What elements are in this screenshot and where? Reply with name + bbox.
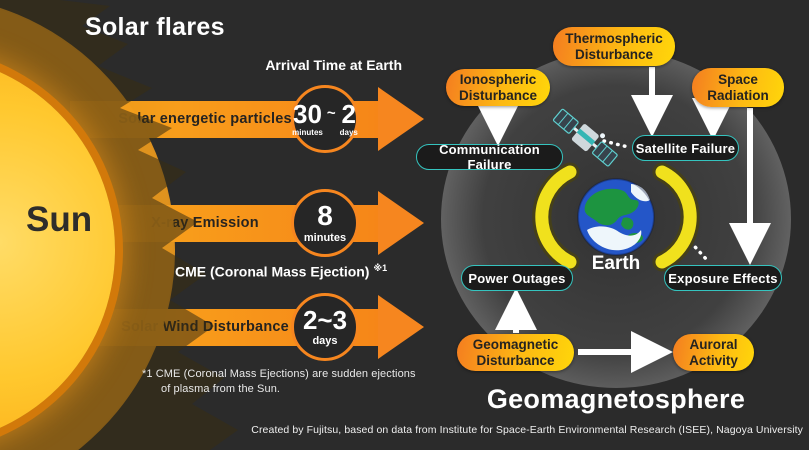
satellite-icon bbox=[552, 108, 618, 167]
footnote-line: of plasma from the Sun. bbox=[161, 383, 281, 395]
emission-label: Solar energetic particles bbox=[118, 111, 292, 127]
pill-thermospheric-disturbance: Thermospheric Disturbance bbox=[553, 27, 675, 66]
time-unit: minutes bbox=[292, 128, 323, 137]
arrival-time-badge: 8 minutes bbox=[291, 189, 359, 257]
arrow-head-icon bbox=[378, 295, 424, 359]
sun-label: Sun bbox=[26, 200, 93, 239]
pill-auroral-activity: Auroral Activity bbox=[673, 334, 754, 371]
time-unit: days bbox=[312, 335, 338, 347]
page-title: Solar flares bbox=[85, 13, 225, 41]
credit-line: Created by Fujitsu, based on data from I… bbox=[251, 424, 803, 436]
time-unit: days bbox=[339, 128, 358, 137]
pill-geomagnetic-disturbance: Geomagnetic Disturbance bbox=[457, 334, 574, 371]
arrival-time-header: Arrival Time at Earth bbox=[265, 57, 402, 73]
arrival-time-badge: 30 minutes ~ 2 days bbox=[291, 85, 359, 153]
footnote-line: *1 CME (Coronal Mass Ejections) are sudd… bbox=[142, 368, 416, 380]
effect-box-satellite-failure: Satellite Failure bbox=[632, 135, 739, 161]
arrow-head-icon bbox=[378, 191, 424, 255]
effect-box-exposure-effects: Exposure Effects bbox=[664, 265, 782, 291]
pill-ionospheric-disturbance: Ionospheric Disturbance bbox=[446, 69, 550, 106]
tilde-separator: ~ bbox=[326, 105, 336, 122]
cme-caption: CME (Coronal Mass Ejection) ※1 bbox=[175, 263, 388, 280]
time-value: 2~3 bbox=[302, 305, 348, 335]
footnote-reference: ※1 bbox=[373, 263, 388, 273]
time-value: 30 bbox=[293, 99, 322, 129]
effect-box-communication-failure: Communication Failure bbox=[416, 142, 563, 172]
time-value: 8 bbox=[317, 200, 333, 231]
arrival-time-badge: 2~3 days bbox=[291, 293, 359, 361]
pill-space-radiation: Space Radiation bbox=[692, 68, 784, 107]
earth-label: Earth bbox=[591, 253, 641, 274]
arrow-head-icon bbox=[378, 87, 424, 151]
earth-globe bbox=[577, 178, 655, 256]
radiation-belts bbox=[532, 162, 700, 272]
time-value: 2 bbox=[341, 99, 356, 129]
time-unit: minutes bbox=[303, 232, 347, 244]
geomagnetosphere-title: Geomagnetosphere bbox=[486, 384, 746, 414]
effect-box-power-outages: Power Outages bbox=[461, 265, 573, 291]
